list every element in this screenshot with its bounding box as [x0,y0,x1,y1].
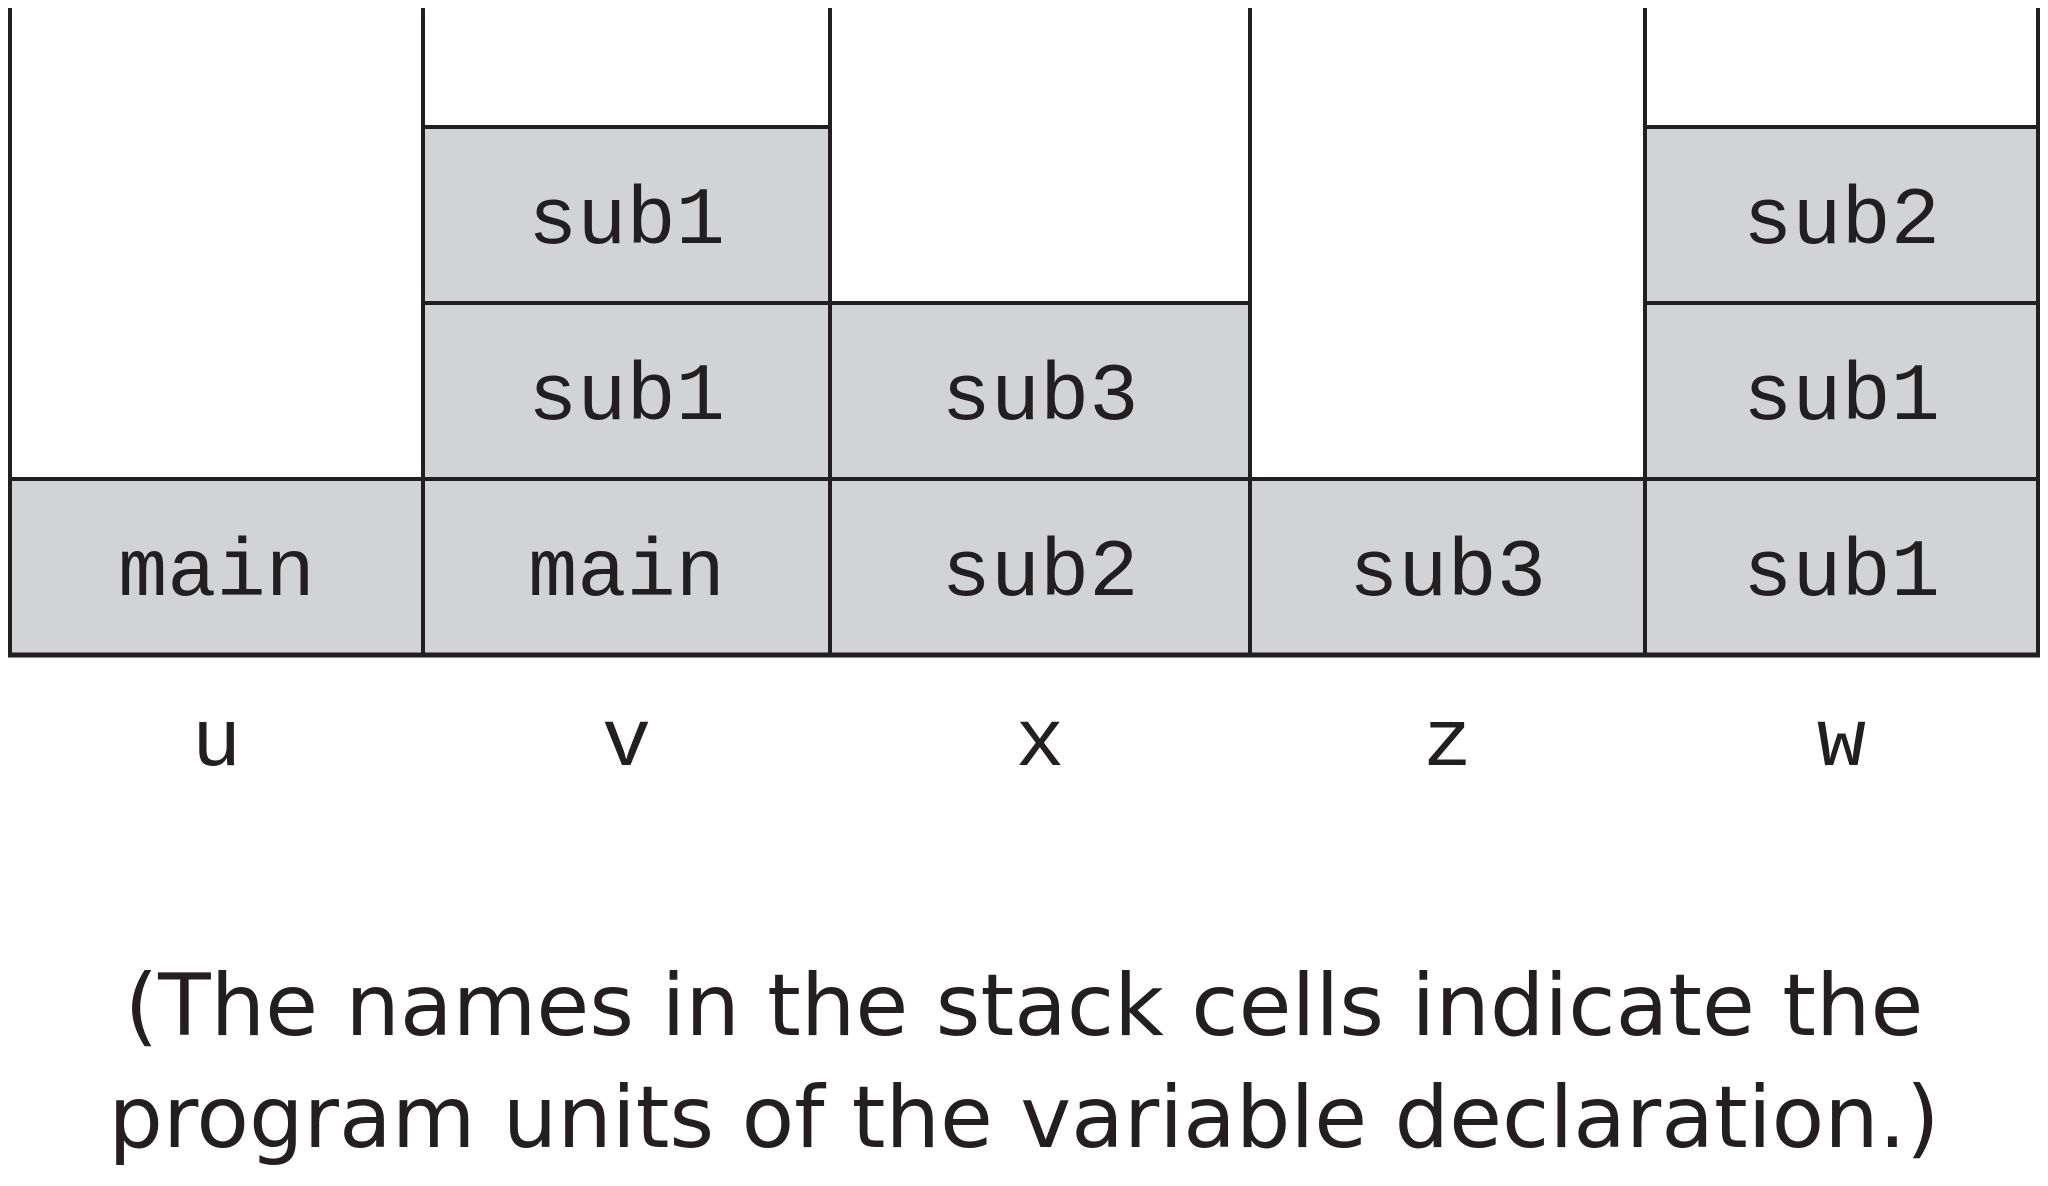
caption: (The names in the stack cells indicate t… [0,950,2048,1174]
stack-cell-label: sub1 [528,175,725,268]
stack-cell-label: sub1 [1743,351,1940,444]
variable-label-w: w [1817,697,1866,790]
stack-cell-label: main [118,527,315,620]
stack-cell [1643,125,2040,305]
stack-cell-label: sub2 [1743,175,1940,268]
stack-cell-label: main [528,527,725,620]
stack-cell-label: sub2 [942,527,1139,620]
variable-label-v: v [602,697,651,790]
stack-cell [8,477,425,657]
stack-diagram: main u main sub1 sub1 v sub2 sub3 x sub3 z sub1 sub1… [8,8,2040,790]
stack-cell-label: sub3 [942,351,1139,444]
stack-cell-label: sub3 [1349,527,1546,620]
stack-cell-label: sub1 [528,351,725,444]
variable-label-u: u [192,697,241,790]
caption-line-2: program units of the variable declaratio… [108,1068,1940,1168]
caption-line-1: (The names in the stack cells indicate t… [124,956,1924,1056]
variable-label-x: x [1015,697,1064,790]
variable-label-z: z [1423,697,1472,790]
stack-cell-label: sub1 [1743,527,1940,620]
stack-cell [421,477,832,657]
